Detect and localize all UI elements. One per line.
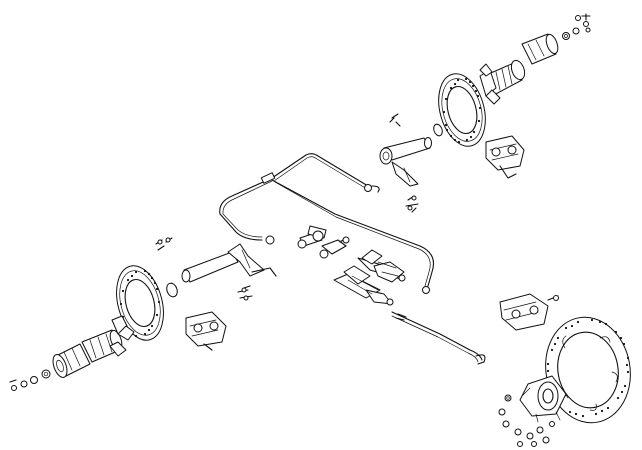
front-bolts-and-washers xyxy=(9,369,51,391)
brake-line xyxy=(219,153,486,365)
brake-master-cylinders xyxy=(333,249,406,306)
rear-hub xyxy=(479,59,526,105)
right-brake-caliper xyxy=(499,293,559,331)
rear-spindle xyxy=(379,113,443,213)
right-bolts-and-washers xyxy=(498,394,555,447)
front-brake-caliper xyxy=(185,311,227,351)
front-hub xyxy=(81,315,135,363)
front-brake-disc xyxy=(116,265,164,341)
front-stub-axle xyxy=(52,343,91,378)
rear-brake-disc xyxy=(438,73,486,147)
rear-brake-caliper xyxy=(485,135,525,179)
front-spindle xyxy=(155,237,277,301)
right-hub xyxy=(519,375,569,423)
bolts-and-washers xyxy=(562,13,591,40)
rear-stub-nut xyxy=(521,33,559,65)
brake-pedal-bracket xyxy=(297,225,350,259)
